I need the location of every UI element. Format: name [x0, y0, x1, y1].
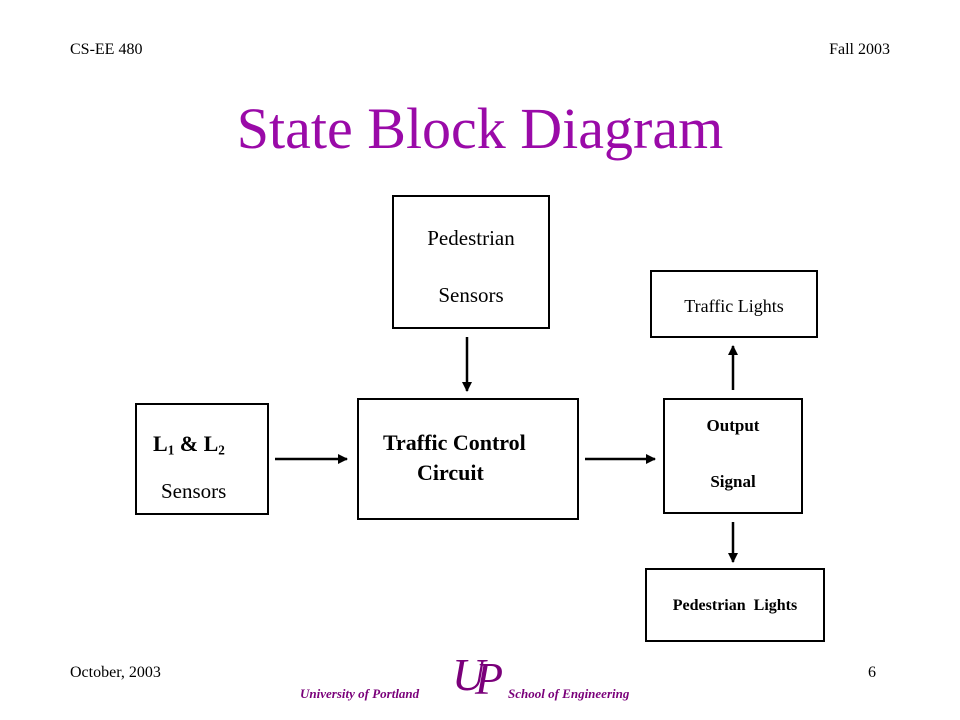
lane-sensors-label: L1 & L2	[153, 431, 225, 458]
footer-date: October, 2003	[70, 664, 161, 681]
pedestrian-sensors-line2: Sensors	[438, 283, 504, 307]
logo-university-text: University of Portland	[300, 686, 420, 701]
term-label: Fall 2003	[829, 41, 890, 58]
lane-sensors-box: L1 & L2 Sensors	[135, 403, 269, 515]
controller-box: Traffic Control Circuit	[357, 398, 579, 520]
pedestrian-sensors-line1: Pedestrian	[427, 226, 515, 250]
lane-sensors-line2: Sensors	[161, 479, 227, 503]
controller-line2: Circuit	[417, 460, 484, 485]
course-code: CS-EE 480	[70, 41, 143, 58]
output-signal-line2: Signal	[710, 472, 756, 491]
university-logo: University of Portland U P School of Eng…	[300, 652, 660, 708]
page-number: 6	[868, 664, 876, 681]
pedestrian-sensors-box: Pedestrian Sensors	[392, 195, 550, 329]
traffic-lights-box: Traffic Lights	[650, 270, 818, 338]
controller-line1: Traffic Control	[383, 430, 526, 455]
pedestrian-lights-label: Pedestrian Lights	[672, 597, 798, 614]
output-signal-box: Output Signal	[663, 398, 803, 514]
logo-school-text: School of Engineering	[508, 686, 630, 701]
traffic-lights-label: Traffic Lights	[684, 296, 784, 316]
pedestrian-lights-box: Pedestrian Lights	[645, 568, 825, 642]
logo-letter-u: U	[452, 649, 486, 700]
logo-letter-p: P	[475, 653, 504, 704]
output-signal-line1: Output	[706, 416, 760, 435]
slide-title: State Block Diagram	[236, 96, 724, 161]
